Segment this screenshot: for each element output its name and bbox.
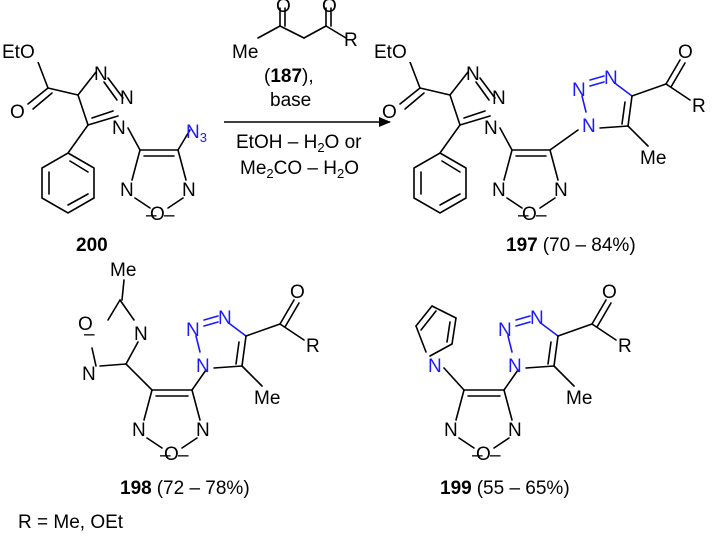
compound-200-number: 200: [76, 235, 108, 256]
furazan-dash-left: –: [472, 445, 483, 466]
triazole-n1-label: N: [112, 118, 126, 139]
acyl-o-label: O: [602, 282, 617, 303]
compound-198-caption: 198(72 – 78%): [120, 478, 250, 499]
furazan-n-left-label: N: [492, 180, 506, 201]
azide-label: N3: [186, 122, 207, 145]
carbonyl-o-label: O: [382, 102, 397, 123]
acyl-r-label: R: [618, 336, 632, 357]
furazan-o-label: O: [150, 204, 165, 225]
furazan-o-label: O: [522, 204, 537, 225]
phenyl-ring: [41, 152, 95, 214]
triazole-n2-label: N: [120, 88, 134, 109]
oxadiazole-dash: –: [84, 324, 95, 345]
acyl-r-label: R: [306, 336, 320, 357]
methyl-label: Me: [254, 388, 280, 409]
blue-triazole-n1-label: N: [196, 356, 210, 377]
furazan-dash-right: –: [164, 205, 175, 226]
furazan-n-right-label: N: [182, 180, 196, 201]
furazan-dash-left: –: [146, 205, 157, 226]
blue-triazole-n2-label: N: [572, 80, 586, 101]
triazole-n2-label: N: [492, 88, 506, 109]
solvent-2: Me2CO – H2O: [240, 158, 359, 181]
blue-triazole-n1-label: N: [582, 116, 596, 137]
ketone-me-label: Me: [232, 42, 258, 63]
triazole-n1-label: N: [484, 118, 498, 139]
ester-eto-label: EtO: [374, 42, 407, 63]
oxadiazole-n4-label: N: [134, 324, 148, 345]
furazan-dash-right: –: [490, 445, 501, 466]
ester-eto-label: EtO: [2, 42, 35, 63]
blue-triazole-n1-label: N: [508, 356, 522, 377]
reagent-ref: (187),: [264, 66, 314, 87]
compound-197: EtO O N N N N N O – – N N N Me O R 197(7…: [372, 40, 706, 256]
ketone-r-label: R: [344, 30, 358, 51]
oxadiazole-o-label: O: [78, 314, 93, 335]
methyl-label: Me: [566, 388, 592, 409]
substituent-footnote: R = Me, OEt: [18, 512, 124, 533]
acyl-r-label: R: [692, 96, 706, 117]
furazan-n-right-label: N: [554, 180, 568, 201]
blue-triazole-n3-label: N: [604, 68, 618, 89]
compound-199: N N N O – – N N N Me O R 199(55 – 65%): [415, 282, 632, 499]
compound-197-caption: 197(70 – 84%): [506, 235, 636, 256]
triazole-n3-label: N: [466, 64, 480, 85]
furazan-dash-right: –: [178, 445, 189, 466]
blue-triazole-n2-label: N: [186, 320, 200, 341]
compound-199-caption: 199(55 – 65%): [440, 478, 570, 499]
furazan-n-left-label: N: [120, 180, 134, 201]
furazan-n-right-label: N: [508, 420, 522, 441]
furazan-n-left-label: N: [444, 420, 458, 441]
blue-triazole-n2-label: N: [498, 320, 512, 341]
compound-200: EtO O N N N N3 N N O – – 200: [0, 40, 207, 256]
oxadiazole-n2-label: N: [82, 364, 96, 385]
acyl-o-label: O: [678, 42, 693, 63]
reagent-base: base: [270, 90, 311, 111]
furazan-dash-right: –: [536, 205, 547, 226]
phenyl-ring: [413, 152, 467, 214]
methyl-label: Me: [640, 148, 666, 169]
ketone-o2-label: O: [322, 0, 337, 17]
carbonyl-o-label: O: [10, 102, 25, 123]
furazan-o-label: O: [164, 444, 179, 465]
furazan-o-label: O: [476, 444, 491, 465]
furazan-dash-left: –: [160, 445, 171, 466]
reaction-conditions: O O Me R (187), base EtOH – H2O or Me2CO…: [224, 0, 391, 181]
furazan-n-left-label: N: [132, 420, 146, 441]
solvent-1: EtOH – H2O or: [236, 132, 362, 155]
acyl-o-label: O: [290, 282, 305, 303]
furazan-n-right-label: N: [196, 420, 210, 441]
blue-triazole-n3-label: N: [218, 308, 232, 329]
pyrrole-n-label: N: [428, 356, 442, 377]
blue-triazole-n3-label: N: [530, 308, 544, 329]
oxadiazole-me-label: Me: [110, 260, 136, 281]
compound-198: Me O – N N N N O – – N N N Me O R 198(72…: [78, 260, 320, 499]
furazan-dash-left: –: [518, 205, 529, 226]
ketone-o1-label: O: [276, 0, 291, 17]
triazole-n3-label: N: [94, 64, 108, 85]
